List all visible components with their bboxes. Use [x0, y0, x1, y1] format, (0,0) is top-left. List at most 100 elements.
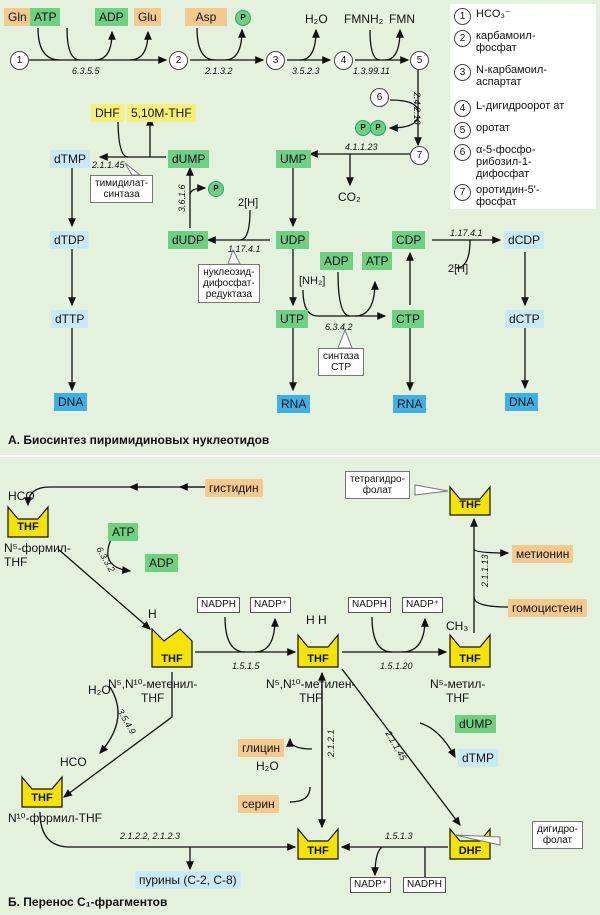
h2-label-a: 2[H] [238, 197, 259, 209]
ctp-node: CTP [392, 310, 424, 328]
ec-21113: 2.1.1.13 [480, 554, 490, 587]
h2-label-b: 2[H] [448, 263, 469, 275]
panel-a: Gln ATP ADP Glu Asp P H₂O FMNH₂ FMN 1 2 … [0, 0, 600, 455]
atp-node-b: ATP [108, 523, 139, 541]
ec-2122: 2.1.2.2, 2.1.2.3 [120, 831, 181, 841]
panel-b: HCO THF гистидин ATP ADP N⁵-формил- THF … [0, 455, 600, 915]
pp-icon-1: P [355, 120, 371, 136]
pp-icon-2: P [370, 120, 386, 136]
h2o-label: H₂O [305, 12, 328, 26]
asp-node: Asp [185, 8, 227, 26]
dump-node-b: dUMP [455, 715, 497, 733]
dtdp-node: dTDP [50, 231, 89, 249]
methylene-label: N⁵,N¹⁰-метилен- THF [266, 677, 356, 705]
h-label: H [148, 607, 157, 621]
ec-41123: 4.1.1.23 [345, 142, 378, 152]
mthf-node: 5,10M-THF [127, 104, 196, 122]
fmnh2-label: FMNH₂ [344, 12, 384, 26]
adp-node-2: ADP [320, 252, 353, 270]
rna-node-1: RNA [277, 395, 311, 413]
ec-3523: 3.5.2.3 [292, 66, 320, 76]
atp-node-2: ATP [362, 252, 393, 270]
panel-a-title: А. Биосинтез пиримидиновых нуклеотидов [8, 433, 270, 447]
thf-label-1: THF [17, 521, 39, 533]
phosphate-icon: P [235, 10, 251, 26]
ec-24210: 2.4.2.10 [412, 92, 422, 125]
adp-node-b: ADP [145, 554, 178, 572]
ec-1515: 1.5.1.5 [232, 661, 260, 671]
step-3: 3 [266, 51, 285, 70]
ec-3616: 3.6.1.6 [177, 184, 187, 212]
n5-formyl-label: N⁵-формил- THF [4, 541, 71, 569]
step-6: 6 [370, 88, 389, 107]
h2-label: H H [306, 613, 327, 627]
nadph-2: NADPH [348, 597, 392, 613]
methionine-node: метионин [512, 545, 574, 563]
methyl-label: N⁵-метил- THF [430, 677, 486, 705]
adp-node: ADP [95, 8, 128, 26]
nadph-1: NADPH [197, 597, 241, 613]
nh2-label: [NH₂] [299, 275, 326, 287]
ump-node: UMP [276, 150, 311, 168]
gln-node: Gln [4, 8, 31, 26]
thf-label-3: THF [307, 653, 329, 665]
homocysteine-node: гомоцистеин [508, 599, 587, 617]
thf-label-4: THF [459, 653, 481, 665]
rna-node-2: RNA [393, 395, 427, 413]
ec-2132: 2.1.3.2 [205, 66, 233, 76]
panel-a-arrows [29, 27, 529, 392]
dtmp-node: dTMP [50, 150, 91, 168]
udp-node: UDP [276, 231, 310, 249]
step-2: 2 [169, 51, 188, 70]
hco-label-1: HCO [8, 489, 35, 503]
histidine-node: гистидин [205, 479, 263, 497]
ec-6355: 6.3.5.5 [72, 66, 100, 76]
thf-label-5: THF [459, 499, 481, 511]
serine-node: серин [238, 795, 279, 813]
tetrahydrofolate-callout: тетрагидро- фолат [345, 471, 410, 499]
step-7: 7 [410, 146, 429, 165]
panel-b-title: Б. Перенос C₁-фрагментов [8, 895, 168, 909]
n10-formyl-label: N¹⁰-формил-THF [8, 811, 102, 825]
ec-15120: 1.5.1.20 [380, 661, 413, 671]
atp-node: ATP [30, 8, 61, 26]
fmn-label: FMN [389, 12, 415, 26]
glycine-node: глицин [238, 739, 285, 757]
dna-node-2: DNA [505, 393, 539, 411]
co2-label: CO₂ [338, 190, 361, 204]
dhf-node: DHF [91, 104, 124, 122]
h2o-label-b2: H₂O [256, 759, 279, 773]
h2o-label-b1: H₂O [88, 683, 111, 697]
ctp-synthase-callout: синтаза CTP [318, 348, 365, 376]
ec-6342: 6.3.4.2 [325, 322, 353, 332]
utp-node: UTP [276, 310, 308, 328]
dhf-label: DHF [458, 845, 482, 857]
dump-node: dUMP [168, 150, 210, 168]
reductase-callout: нуклеозид- дифосфат- редуктаза [198, 264, 260, 303]
step-4: 4 [334, 51, 353, 70]
dtmp-node-b: dTMP [458, 749, 499, 767]
nadp-1: NADP⁺ [250, 597, 292, 613]
hco-label-2: HCO [60, 755, 87, 769]
ec-2121: 2.1.2.1 [326, 729, 336, 757]
nadp-2: NADP⁺ [402, 597, 444, 613]
thf-label-2: THF [161, 653, 183, 665]
nadp-3: NADP⁺ [350, 877, 392, 893]
thf-label-6: THF [31, 792, 53, 804]
panel-b-arrows [7, 483, 510, 877]
dudp-node: dUDP [168, 231, 209, 249]
thymidylate-synthase-callout: тимидилат- синтаза [90, 175, 154, 203]
glu-node: Glu [134, 8, 161, 26]
ec-11741b: 1.17.4.1 [450, 228, 483, 238]
dctp-node: dCTP [505, 310, 544, 328]
methenyl-label: N⁵,N¹⁰-метенил- THF [108, 677, 198, 705]
dna-node-1: DNA [54, 393, 88, 411]
step-1: 1 [10, 51, 29, 70]
